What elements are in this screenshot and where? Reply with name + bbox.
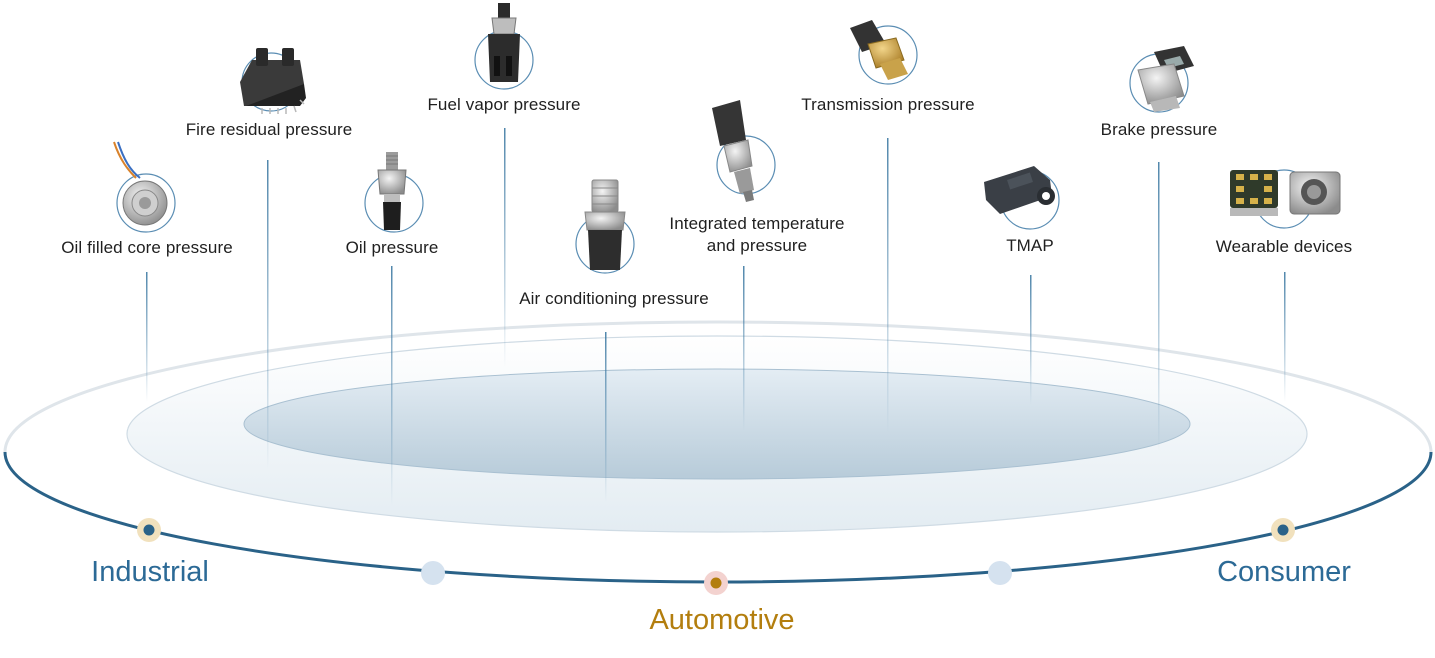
fuel-vapor-sensor-icon bbox=[474, 3, 534, 90]
wearable-sensor-chips-icon bbox=[1230, 169, 1341, 229]
air-conditioning-sensor-icon bbox=[575, 179, 635, 274]
label-wearable-devices: Wearable devices bbox=[1215, 237, 1353, 256]
label-oil-filled-core-pressure: Oil filled core pressure bbox=[61, 238, 233, 257]
label-fuel-vapor-pressure: Fuel vapor pressure bbox=[427, 95, 581, 114]
inner-disc bbox=[243, 368, 1191, 480]
oil-pressure-sensor-icon bbox=[364, 152, 424, 233]
category-automotive: Automotive bbox=[649, 604, 795, 636]
label-transmission-pressure: Transmission pressure bbox=[801, 95, 975, 114]
oil-filled-core-sensor-icon bbox=[113, 141, 176, 233]
label-tmap: TMAP bbox=[1006, 236, 1054, 255]
label-integrated-line2: and pressure bbox=[706, 236, 808, 255]
brake-pressure-sensor-icon bbox=[1129, 46, 1194, 113]
fire-residual-sensor-icon bbox=[240, 48, 306, 114]
arc-dots bbox=[137, 518, 1295, 595]
label-oil-pressure: Oil pressure bbox=[345, 238, 439, 257]
label-air-conditioning-pressure: Air conditioning pressure bbox=[519, 289, 709, 308]
temperature-pressure-sensor-icon bbox=[712, 100, 776, 202]
category-consumer: Consumer bbox=[1217, 556, 1351, 588]
label-brake-pressure: Brake pressure bbox=[1100, 120, 1218, 139]
outer-ring-top bbox=[3, 320, 1433, 453]
tmap-sensor-icon bbox=[984, 166, 1060, 230]
connector-lines bbox=[146, 128, 1286, 506]
category-industrial: Industrial bbox=[91, 556, 209, 588]
label-integrated-line1: Integrated temperature bbox=[669, 214, 845, 233]
label-integrated-temperature-pressure: Integrated temperature and pressure bbox=[657, 213, 857, 257]
label-fire-residual-pressure: Fire residual pressure bbox=[185, 120, 353, 139]
transmission-sensor-icon bbox=[850, 20, 918, 85]
